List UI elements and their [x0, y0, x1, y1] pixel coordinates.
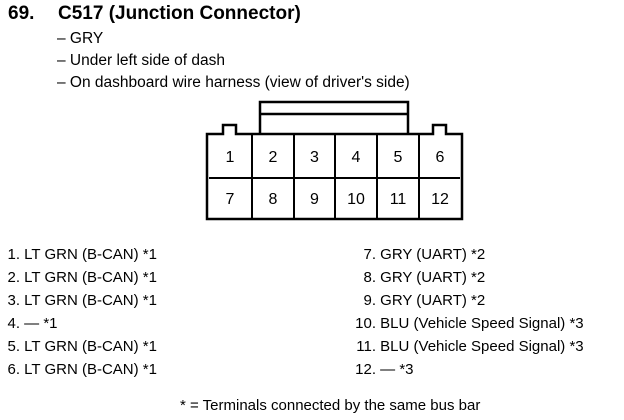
pin-row: 2. LT GRN (B-CAN) *1 — [7, 269, 157, 286]
note-color: – GRY — [57, 30, 104, 47]
terminal-2-label: 2 — [269, 149, 278, 166]
terminal-7-label: 7 — [226, 191, 235, 208]
pin-row: 1. LT GRN (B-CAN) *1 — [7, 246, 157, 263]
pin-row: 9. GRY (UART) *2 — [363, 292, 486, 309]
footnote: * = Terminals connected by the same bus … — [180, 397, 481, 414]
terminal-9-label: 9 — [310, 191, 319, 208]
connector-diagram: 1 2 3 4 5 6 7 8 9 10 11 12 — [205, 100, 464, 221]
pin-row: 4. — *1 — [7, 315, 58, 332]
terminal-12-label: 12 — [431, 191, 449, 208]
pin-row: 10. BLU (Vehicle Speed Signal) *3 — [355, 315, 584, 332]
pin-row: 11. BLU (Vehicle Speed Signal) *3 — [356, 338, 584, 355]
pin-row: 7. GRY (UART) *2 — [363, 246, 486, 263]
terminal-1-label: 1 — [226, 149, 235, 166]
connector-housing — [205, 123, 464, 221]
terminal-10-label: 10 — [347, 191, 365, 208]
item-number: 69. — [8, 3, 35, 24]
terminal-4-label: 4 — [352, 149, 361, 166]
pin-row: 8. GRY (UART) *2 — [363, 269, 486, 286]
terminal-11-label: 11 — [390, 191, 407, 208]
note-harness: – On dashboard wire harness (view of dri… — [57, 74, 410, 91]
terminal-8-label: 8 — [269, 191, 278, 208]
connector-lock-tab — [258, 100, 410, 134]
note-location: – Under left side of dash — [57, 52, 226, 69]
pin-row: 12. — *3 — [355, 361, 414, 378]
terminal-6-label: 6 — [436, 149, 445, 166]
terminal-3-label: 3 — [310, 149, 319, 166]
pin-row: 6. LT GRN (B-CAN) *1 — [7, 361, 157, 378]
pin-row: 5. LT GRN (B-CAN) *1 — [7, 338, 157, 355]
connector-title: C517 (Junction Connector) — [58, 3, 301, 24]
pin-row: 3. LT GRN (B-CAN) *1 — [7, 292, 157, 309]
terminal-5-label: 5 — [394, 149, 403, 166]
